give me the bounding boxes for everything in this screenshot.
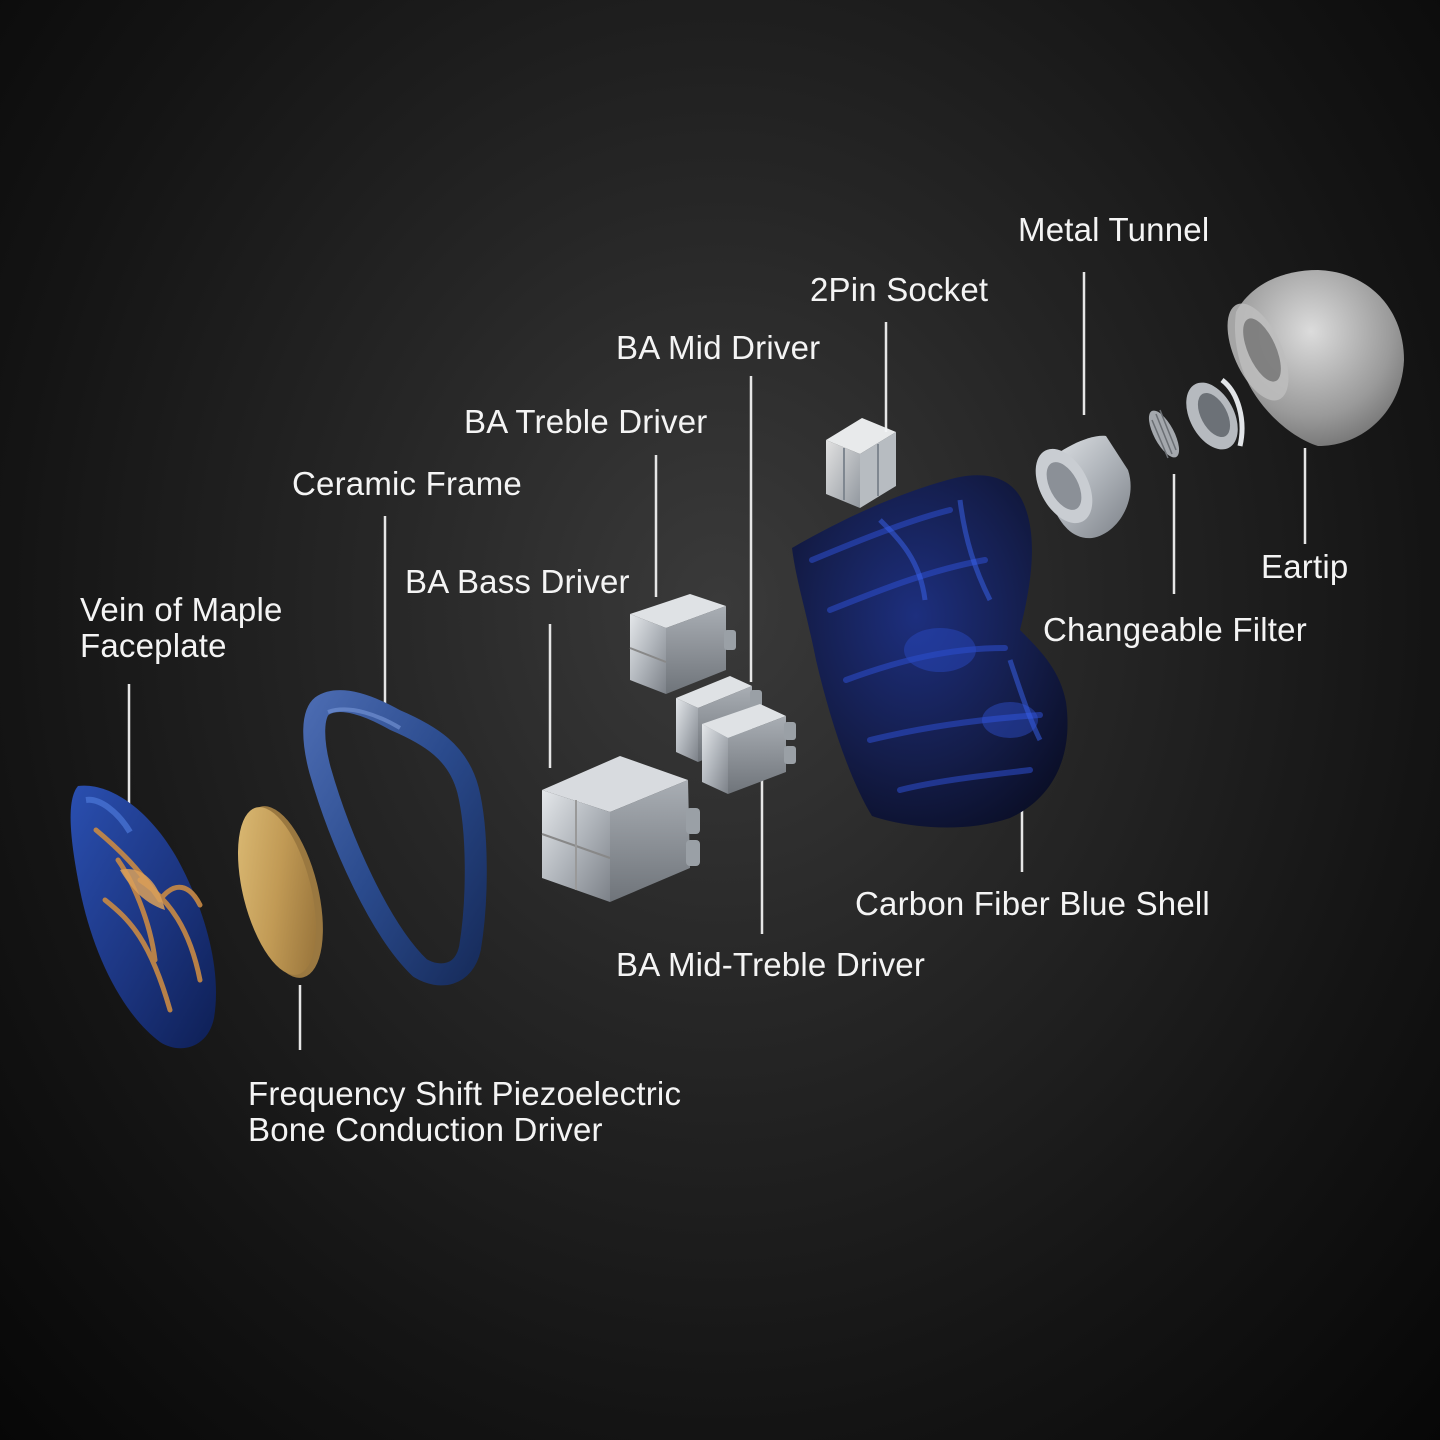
label-ba-mid-driver: BA Mid Driver [616,329,821,366]
2pin-socket-illustration [826,418,896,508]
faceplate-illustration [70,785,216,1049]
label-ba-treble-driver: BA Treble Driver [464,403,708,440]
ceramic-frame-illustration [303,690,487,986]
changeable-filter-illustration [1148,378,1245,459]
ba-bass-driver-illustration [541,756,700,902]
label-eartip: Eartip [1261,548,1349,585]
label-changeable-filter: Changeable Filter [1043,611,1307,648]
label-piezo-driver: Frequency Shift Piezoelectric Bone Condu… [248,1076,681,1148]
label-metal-tunnel: Metal Tunnel [1018,211,1210,248]
label-carbon-fiber-shell: Carbon Fiber Blue Shell [855,885,1210,922]
label-vein-of-maple-faceplate: Vein of Maple Faceplate [80,592,283,664]
ba-treble-driver-illustration [629,594,736,694]
label-ba-bass-driver: BA Bass Driver [405,563,630,600]
piezo-disc-illustration [237,806,323,978]
eartip-illustration [1227,270,1404,446]
label-faceplate-line1: Vein of Maple [80,591,283,628]
label-ceramic-frame: Ceramic Frame [292,465,522,502]
label-faceplate-line2: Faceplate [80,627,227,664]
label-piezo-line1: Frequency Shift Piezoelectric [248,1075,682,1112]
label-piezo-line2: Bone Conduction Driver [248,1111,603,1148]
metal-tunnel-illustration [1035,435,1131,539]
carbon-shell-illustration [792,475,1068,828]
label-ba-mid-treble-driver: BA Mid-Treble Driver [616,946,926,983]
ba-mid-treble-driver-illustration [702,704,796,794]
label-2pin-socket: 2Pin Socket [810,271,989,308]
